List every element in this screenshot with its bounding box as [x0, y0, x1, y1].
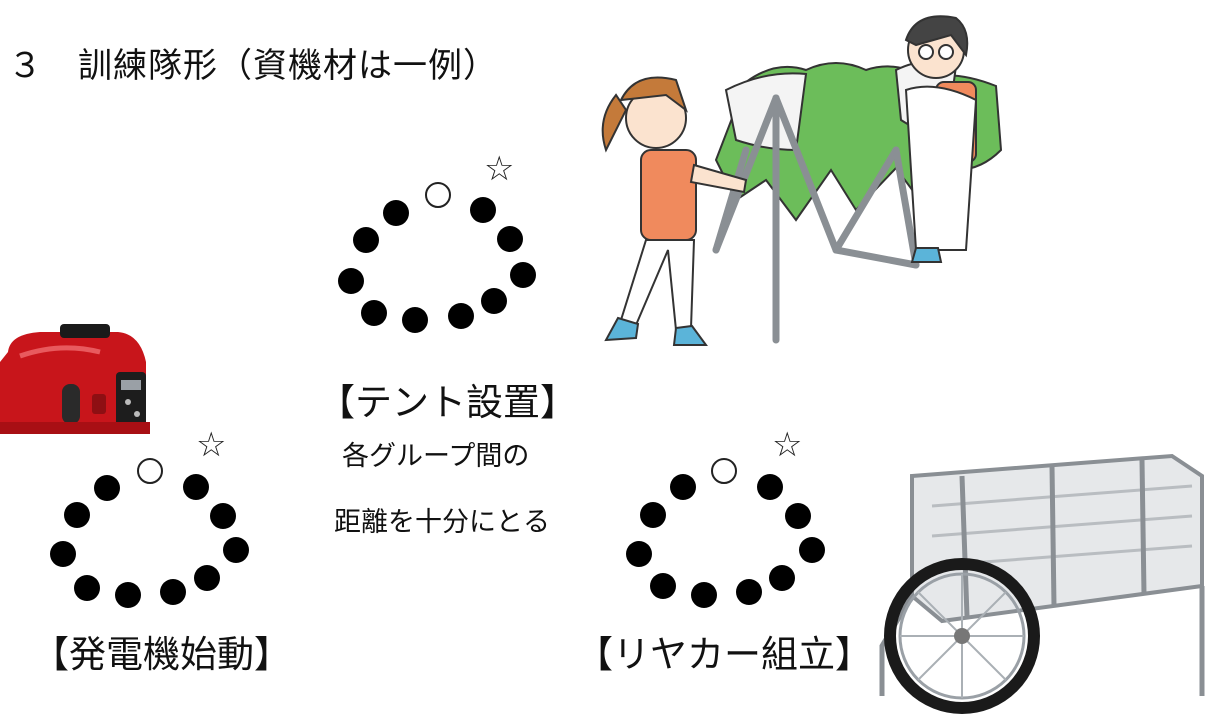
member-dot	[497, 226, 523, 252]
formation-label-cart: 【リヤカー組立】	[576, 633, 872, 676]
star-marker: ☆	[196, 425, 227, 465]
member-dot	[160, 579, 186, 605]
member-dot	[481, 288, 507, 314]
member-dot	[223, 537, 249, 563]
member-dot	[361, 300, 387, 326]
member-dot	[650, 573, 676, 599]
member-dot	[338, 268, 364, 294]
member-dot	[799, 537, 825, 563]
leader-open-circle	[137, 458, 163, 484]
formation-label-generator: 【発電機始動】	[32, 633, 291, 676]
member-dot	[94, 475, 120, 501]
member-dot	[626, 541, 652, 567]
member-dot	[402, 307, 428, 333]
member-dot	[210, 503, 236, 529]
member-dot	[670, 474, 696, 500]
leader-open-circle	[711, 458, 737, 484]
member-dot	[64, 502, 90, 528]
rear-cart-image	[879, 453, 1205, 714]
member-dot	[383, 200, 409, 226]
member-dot	[115, 582, 141, 608]
member-dot	[470, 197, 496, 223]
formation-label-tent: 【テント設置】	[318, 381, 577, 424]
star-marker: ☆	[772, 425, 803, 465]
member-dot	[50, 541, 76, 567]
member-dot	[194, 565, 220, 591]
member-dot	[353, 227, 379, 253]
member-dot	[448, 303, 474, 329]
member-dot	[757, 474, 783, 500]
member-dot	[769, 565, 795, 591]
spacing-note-line1: 各グループ間の	[342, 441, 530, 472]
tent-setup-illustration	[601, 15, 1003, 346]
member-dot	[183, 474, 209, 500]
member-dot	[640, 502, 666, 528]
member-dot	[691, 582, 717, 608]
leader-open-circle	[425, 182, 451, 208]
generator-image	[0, 322, 150, 434]
page-heading: ３ 訓練隊形（資機材は一例）	[8, 46, 498, 86]
member-dot	[74, 575, 100, 601]
spacing-note-line2: 距離を十分にとる	[334, 507, 550, 538]
member-dot	[736, 579, 762, 605]
star-marker: ☆	[484, 149, 515, 189]
member-dot	[510, 262, 536, 288]
member-dot	[785, 503, 811, 529]
